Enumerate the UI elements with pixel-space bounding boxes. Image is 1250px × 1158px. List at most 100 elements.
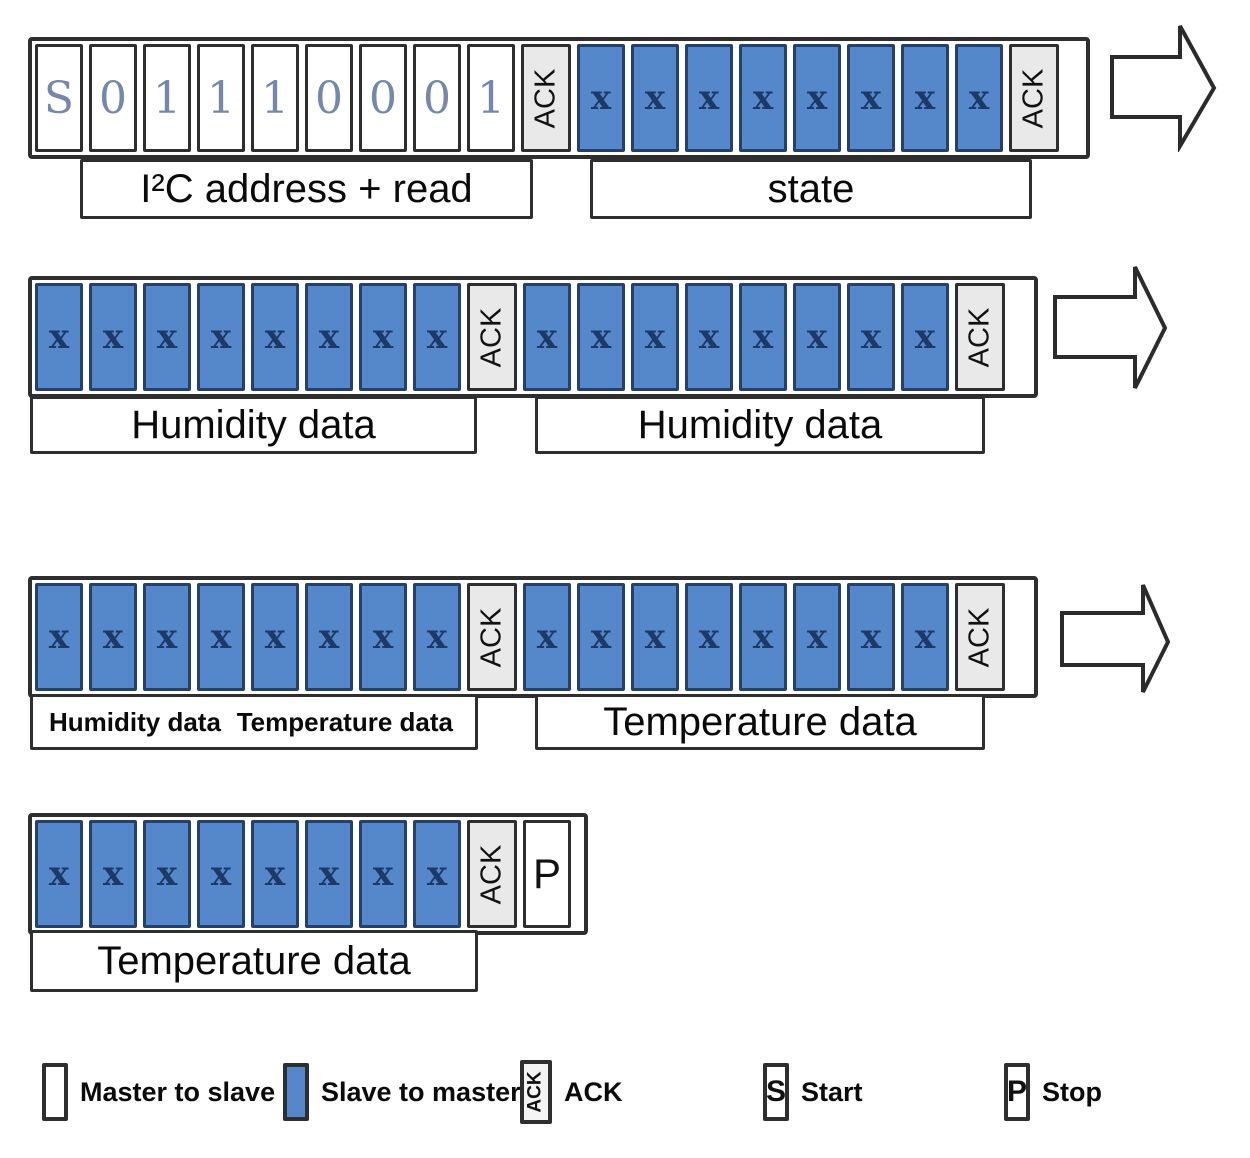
data-bit-cell: x [793, 583, 841, 691]
legend-label: Start [801, 1076, 863, 1107]
data-bit-cell: x [523, 583, 571, 691]
data-bit-cell: x [359, 583, 407, 691]
data-bit-cell: x [577, 44, 625, 152]
frame-row-address: S 0 1 1 1 0 0 0 1 ACK x x x x x x x x AC… [28, 37, 1090, 159]
data-bit-cell: x [89, 583, 137, 691]
bit-cell: 1 [251, 44, 299, 152]
ack-cell: ACK [467, 820, 517, 928]
data-bit-cell: x [577, 583, 625, 691]
data-bit-cell: x [197, 820, 245, 928]
data-bit-cell: x [901, 583, 949, 691]
ack-cell-label: ACK [475, 844, 508, 904]
stop-cell: P [523, 820, 571, 928]
slave-to-master-swatch-icon [283, 1063, 309, 1121]
data-bit-cell: x [523, 283, 571, 391]
data-bit-cell: x [197, 583, 245, 691]
field-label-temperature-nibble: Temperature data [236, 706, 453, 737]
legend-label: Slave to master [321, 1076, 521, 1107]
data-bit-cell: x [89, 820, 137, 928]
legend-label: Stop [1042, 1076, 1102, 1107]
data-bit-cell: x [359, 283, 407, 391]
legend-label: ACK [564, 1076, 623, 1107]
bit-cell: 1 [197, 44, 245, 152]
data-bit-cell: x [793, 44, 841, 152]
data-bit-cell: x [413, 283, 461, 391]
bit-cell: 0 [305, 44, 353, 152]
data-bit-cell: x [631, 283, 679, 391]
field-label-humidity-2: Humidity data [535, 396, 985, 454]
field-label-humidity-temperature: Humidity data Temperature data [30, 694, 478, 750]
data-bit-cell: x [413, 583, 461, 691]
start-swatch-label: S [766, 1075, 787, 1108]
ack-swatch-icon: ACK [520, 1060, 552, 1124]
data-bit-cell: x [631, 583, 679, 691]
data-bit-cell: x [793, 283, 841, 391]
master-to-slave-swatch-icon [42, 1063, 68, 1121]
ack-cell-label: ACK [963, 307, 996, 367]
ack-cell-label: ACK [963, 607, 996, 667]
start-cell: S [35, 44, 83, 152]
field-label-temperature-2: Temperature data [30, 930, 478, 992]
data-bit-cell: x [847, 283, 895, 391]
data-bit-cell: x [143, 283, 191, 391]
legend-ack: ACK ACK [520, 1060, 623, 1124]
data-bit-cell: x [847, 583, 895, 691]
data-bit-cell: x [739, 44, 787, 152]
field-label-state: state [590, 159, 1032, 219]
data-bit-cell: x [305, 820, 353, 928]
data-bit-cell: x [251, 283, 299, 391]
frame-row-temperature-stop: x x x x x x x x ACK P [28, 813, 588, 935]
ack-cell: ACK [955, 283, 1005, 391]
data-bit-cell: x [631, 44, 679, 152]
data-bit-cell: x [413, 820, 461, 928]
data-bit-cell: x [143, 820, 191, 928]
data-bit-cell: x [197, 283, 245, 391]
data-bit-cell: x [251, 820, 299, 928]
data-bit-cell: x [35, 583, 83, 691]
ack-cell: ACK [467, 583, 517, 691]
data-bit-cell: x [305, 283, 353, 391]
ack-cell-label: ACK [475, 607, 508, 667]
bit-cell: 0 [359, 44, 407, 152]
data-bit-cell: x [89, 283, 137, 391]
start-swatch-icon: S [763, 1063, 789, 1121]
data-bit-cell: x [577, 283, 625, 391]
data-bit-cell: x [739, 583, 787, 691]
data-bit-cell: x [35, 283, 83, 391]
legend-master-to-slave: Master to slave [42, 1063, 275, 1121]
frame-row-humidity-temperature: x x x x x x x x ACK x x x x x x x x ACK [28, 576, 1038, 698]
data-bit-cell: x [305, 583, 353, 691]
legend-label: Master to slave [80, 1076, 276, 1107]
ack-cell: ACK [521, 44, 571, 152]
ack-cell: ACK [955, 583, 1005, 691]
data-bit-cell: x [685, 283, 733, 391]
bit-cell: 0 [89, 44, 137, 152]
field-label-i2c-address-read: I²C address + read [80, 159, 533, 219]
ack-cell-label: ACK [529, 68, 562, 128]
data-bit-cell: x [359, 820, 407, 928]
frame-row-humidity: x x x x x x x x ACK x x x x x x x x ACK [28, 276, 1038, 398]
flow-arrow-icon [1110, 25, 1217, 152]
data-bit-cell: x [685, 583, 733, 691]
stop-swatch-icon: P [1004, 1063, 1030, 1121]
field-label-humidity-nibble: Humidity data [49, 706, 221, 737]
data-bit-cell: x [955, 44, 1003, 152]
field-label-humidity-1: Humidity data [30, 396, 477, 454]
bit-cell: 1 [143, 44, 191, 152]
data-bit-cell: x [847, 44, 895, 152]
data-bit-cell: x [739, 283, 787, 391]
legend-stop: P Stop [1004, 1063, 1102, 1121]
data-bit-cell: x [143, 583, 191, 691]
flow-arrow-icon [1060, 584, 1171, 693]
bit-cell: 1 [467, 44, 515, 152]
legend-start: S Start [763, 1063, 863, 1121]
field-label-temperature-1: Temperature data [535, 694, 985, 750]
data-bit-cell: x [901, 283, 949, 391]
ack-cell: ACK [467, 283, 517, 391]
stop-swatch-label: P [1007, 1075, 1028, 1108]
bit-cell: 0 [413, 44, 461, 152]
ack-cell-label: ACK [1017, 68, 1050, 128]
data-bit-cell: x [685, 44, 733, 152]
data-bit-cell: x [35, 820, 83, 928]
data-bit-cell: x [251, 583, 299, 691]
